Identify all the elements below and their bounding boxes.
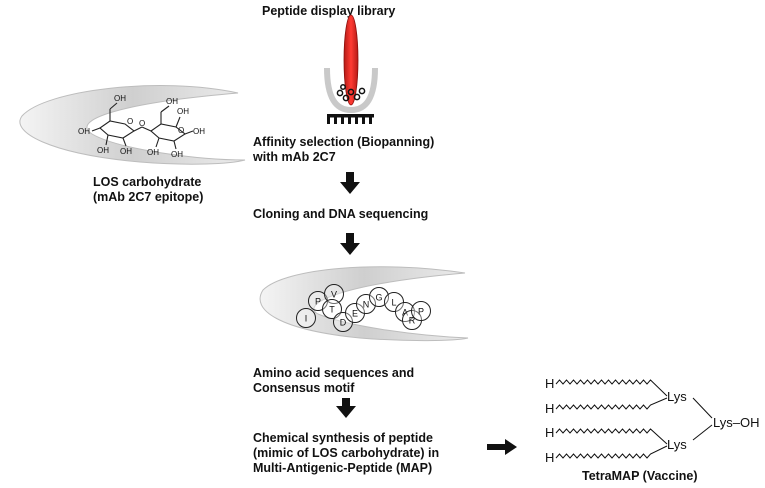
fatty-chain bbox=[555, 428, 668, 445]
chem-line-3: Multi-Antigenic-Peptide (MAP) bbox=[253, 461, 433, 475]
amino-line-2: Consensus motif bbox=[253, 381, 355, 395]
residue-letter: P bbox=[315, 297, 321, 307]
bead bbox=[353, 93, 361, 101]
h-label: H bbox=[545, 425, 554, 440]
library-ellipse bbox=[343, 14, 359, 106]
library-holder bbox=[324, 67, 378, 114]
lys-label: Lys bbox=[667, 437, 687, 452]
antibody-crescent-top bbox=[19, 85, 246, 165]
oh-label: OH bbox=[120, 147, 132, 156]
antibody-crescent-bottom bbox=[259, 266, 469, 342]
carbohydrate-labels: OH OH OH OH O O OH OH OH OH OH O bbox=[78, 94, 205, 159]
flow-arrows bbox=[336, 172, 517, 455]
oh-label: OH bbox=[171, 150, 183, 159]
oh-label: OH bbox=[97, 146, 109, 155]
down-arrow-1 bbox=[340, 172, 360, 194]
oh-label: OH bbox=[193, 127, 205, 136]
tetramap-chains bbox=[555, 379, 668, 459]
library-title: Peptide display library bbox=[262, 4, 396, 18]
oh-label: OH bbox=[147, 148, 159, 157]
residue-letter: R bbox=[409, 316, 416, 326]
amino-acid-label: Amino acid sequences and Consensus motif bbox=[253, 366, 414, 396]
residue-circle bbox=[411, 301, 431, 321]
lys-label: Lys bbox=[667, 389, 687, 404]
bead bbox=[340, 84, 346, 90]
oh-label: OH bbox=[114, 94, 126, 103]
tetramap-structure: H H H H Lys Lys Lys–OH bbox=[545, 376, 759, 465]
chem-line-2: (mimic of LOS carbohydrate) in bbox=[253, 446, 440, 460]
tetramap-caption: TetraMAP (Vaccine) bbox=[582, 469, 698, 483]
oh-label: OH bbox=[177, 107, 189, 116]
residue-letter: I bbox=[305, 314, 308, 324]
h-label: H bbox=[545, 376, 554, 391]
residue-letter: N bbox=[363, 300, 370, 310]
o-label: O bbox=[139, 119, 145, 128]
h-label: H bbox=[545, 450, 554, 465]
residue-letter: P bbox=[418, 307, 424, 317]
residue-letter: G bbox=[375, 293, 382, 303]
residue-circle bbox=[395, 302, 415, 322]
bead bbox=[342, 94, 350, 102]
bead bbox=[336, 89, 344, 97]
oh-label: OH bbox=[78, 127, 90, 136]
los-carbohydrate-structure bbox=[91, 102, 194, 150]
display-library-icon bbox=[324, 14, 378, 124]
affinity-line-1: Affinity selection (Biopanning) bbox=[253, 135, 435, 149]
residue-circle bbox=[324, 284, 344, 304]
bead bbox=[347, 88, 355, 96]
h-label: H bbox=[545, 401, 554, 416]
residue-letter: D bbox=[340, 318, 347, 328]
fatty-chain bbox=[555, 397, 668, 410]
down-arrow-2 bbox=[340, 233, 360, 255]
selection-comb bbox=[327, 114, 374, 124]
residue-letter: E bbox=[352, 309, 358, 319]
affinity-selection-label: Affinity selection (Biopanning) with mAb… bbox=[253, 135, 434, 165]
library-beads bbox=[336, 84, 366, 102]
residue-letter: T bbox=[329, 305, 335, 315]
los-line-1: LOS carbohydrate bbox=[93, 175, 202, 189]
oh-label: OH bbox=[166, 97, 178, 106]
cloning-label: Cloning and DNA sequencing bbox=[253, 207, 429, 221]
residue-letter: L bbox=[391, 298, 396, 308]
residue-letter: V bbox=[331, 290, 337, 300]
down-arrow-3 bbox=[336, 398, 356, 418]
residue-circle bbox=[369, 287, 389, 307]
residue-circle bbox=[384, 292, 404, 312]
affinity-line-2: with mAb 2C7 bbox=[253, 150, 336, 164]
o-label: O bbox=[127, 117, 133, 126]
los-carbohydrate-label: LOS carbohydrate (mAb 2C7 epitope) bbox=[93, 175, 203, 205]
residue-circle bbox=[296, 308, 316, 328]
lys-oh-label: Lys–OH bbox=[713, 415, 759, 430]
fatty-chain bbox=[555, 379, 668, 397]
chem-line-1: Chemical synthesis of peptide bbox=[253, 431, 433, 445]
amino-line-1: Amino acid sequences and bbox=[253, 366, 415, 380]
bead bbox=[358, 87, 366, 95]
los-line-2: (mAb 2C7 epitope) bbox=[93, 190, 204, 204]
residue-circle bbox=[356, 294, 376, 314]
o-label: O bbox=[178, 126, 184, 135]
tetramap-bonds bbox=[692, 397, 713, 441]
residue-letter: A bbox=[402, 308, 408, 318]
chemical-synthesis-label: Chemical synthesis of peptide (mimic of … bbox=[253, 431, 439, 476]
residue-circle bbox=[322, 299, 342, 319]
right-arrow bbox=[487, 439, 517, 455]
fatty-chain bbox=[555, 445, 668, 459]
